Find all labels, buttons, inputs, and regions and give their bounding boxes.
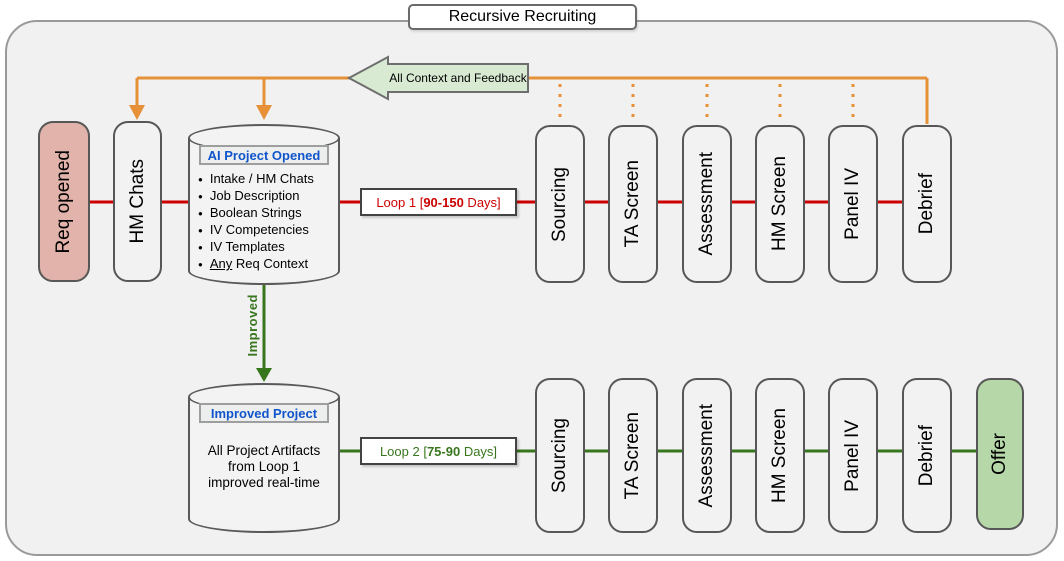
stage-loop2-assessment: Assessment [682, 378, 732, 533]
node-hm-chats: HM Chats [113, 121, 162, 282]
ai-project-opened-header: AI Project Opened [199, 145, 329, 165]
stage-loop2-hm-screen: HM Screen [755, 378, 805, 533]
improved-project-description: All Project Artifacts from Loop 1 improv… [207, 443, 321, 490]
stage-loop2-debrief: Debrief [902, 378, 952, 533]
diagram-container [5, 20, 1058, 556]
node-hm-chats-label: HM Chats [126, 159, 148, 244]
diagram-title-text: Recursive Recruiting [448, 8, 597, 25]
feedback-arrow-label: All Context and Feedback [389, 71, 527, 85]
node-req-opened: Req opened [38, 121, 90, 282]
ai-project-bullet-list: Intake / HM Chats Job Description Boolea… [198, 171, 314, 273]
stage-loop1-assessment: Assessment [682, 125, 732, 283]
bullet-intake-hm-chats: Intake / HM Chats [198, 171, 314, 188]
improved-arrow-label: Improved [244, 293, 260, 357]
diagram-title: Recursive Recruiting [408, 4, 637, 30]
bullet-job-description: Job Description [198, 188, 314, 205]
improved-project-header: Improved Project [199, 403, 329, 423]
bullet-boolean-strings: Boolean Strings [198, 205, 314, 222]
bullet-iv-competencies: IV Competencies [198, 222, 314, 239]
stage-loop1-sourcing: Sourcing [535, 125, 585, 283]
stage-loop1-ta-screen: TA Screen [608, 125, 658, 283]
bullet-any-req-context: Any Req Context [198, 256, 314, 273]
node-offer: Offer [976, 378, 1024, 530]
loop2-label: Loop 2 [75-90 Days] [360, 437, 517, 465]
bullet-iv-templates: IV Templates [198, 239, 314, 256]
stage-loop1-hm-screen: HM Screen [755, 125, 805, 283]
stage-loop1-debrief: Debrief [902, 125, 952, 283]
stage-loop2-panel-iv: Panel IV [828, 378, 878, 533]
cylinder-improved-project: Improved Project All Project Artifacts f… [188, 383, 340, 533]
node-offer-label: Offer [989, 433, 1010, 475]
cylinder-ai-project-opened: AI Project Opened Intake / HM Chats Job … [188, 124, 340, 285]
stage-loop2-sourcing: Sourcing [535, 378, 585, 533]
node-req-opened-label: Req opened [53, 149, 74, 254]
loop1-label: Loop 1 [90-150 Days] [360, 188, 517, 216]
stage-loop2-ta-screen: TA Screen [608, 378, 658, 533]
stage-loop1-panel-iv: Panel IV [828, 125, 878, 283]
